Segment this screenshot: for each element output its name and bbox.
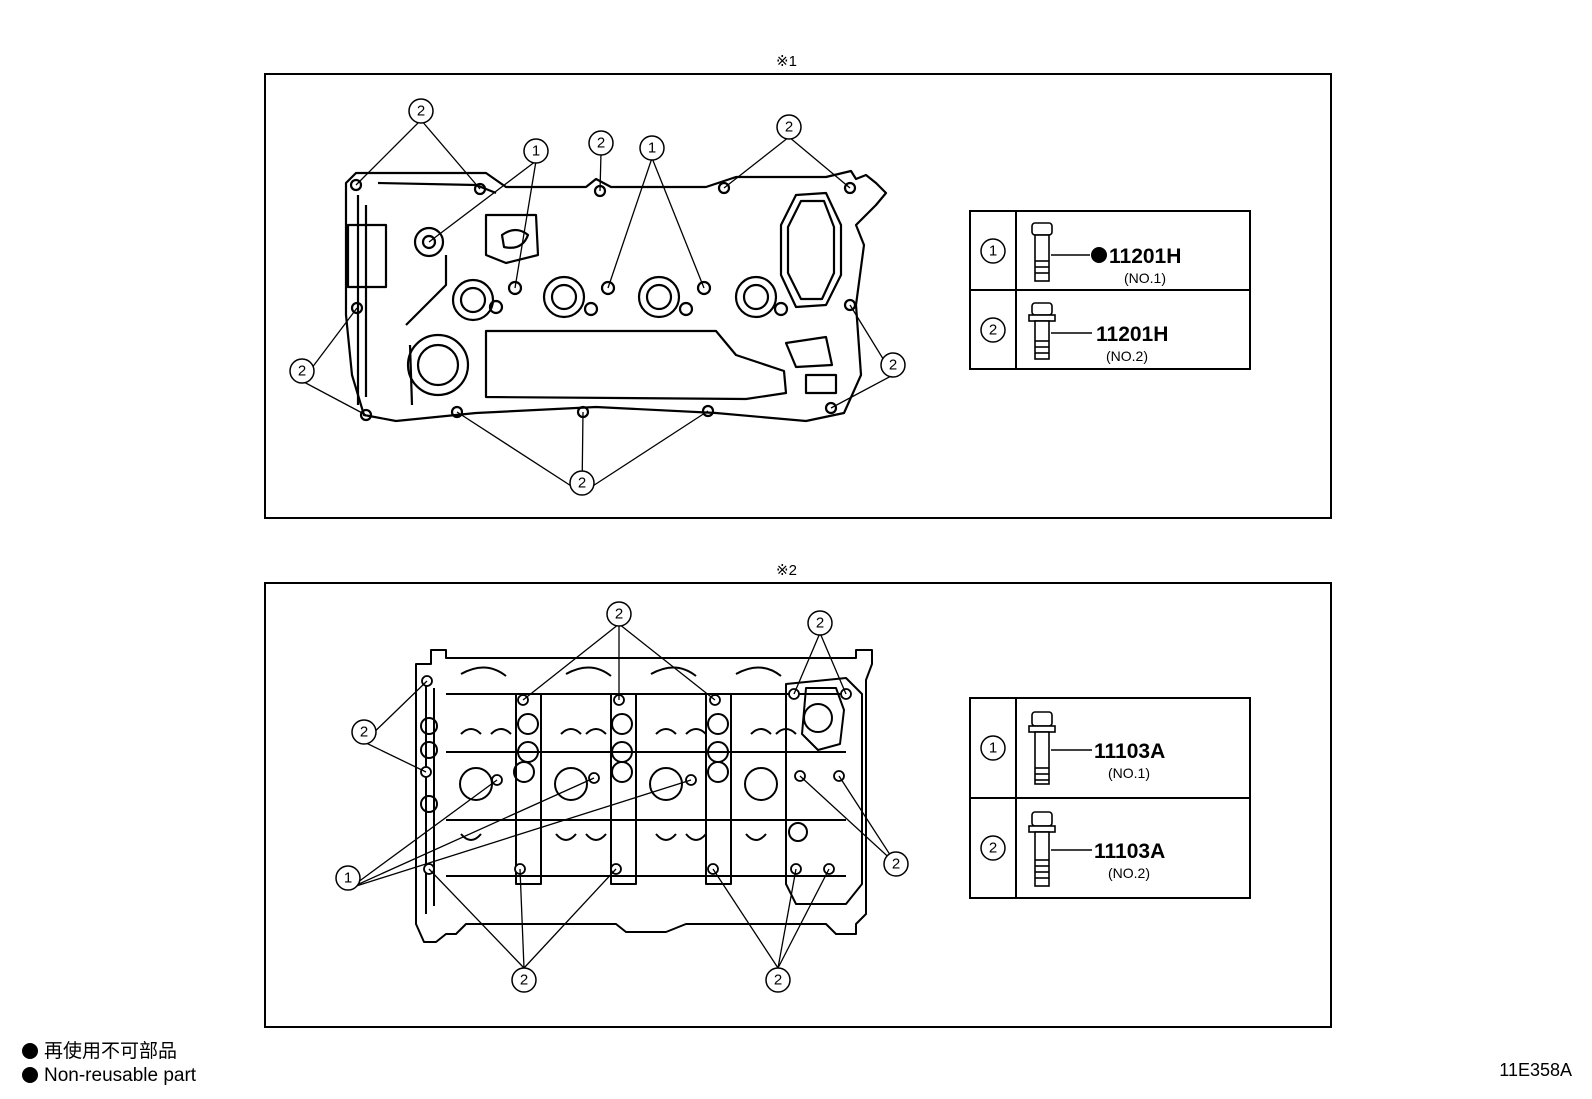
row-number: 1 <box>989 740 997 757</box>
filled-circle-icon <box>22 1067 38 1083</box>
callout-2: 2 <box>774 972 782 989</box>
bolt-table-top <box>969 210 1251 370</box>
bolt-note: (NO.1) <box>1124 270 1166 286</box>
callout-2: 2 <box>360 724 368 741</box>
bolt-icon <box>1028 302 1056 360</box>
bottom-panel: 2 2 2 1 2 2 2 1 2 11103A 11103A <box>264 582 1332 1028</box>
diagram-code: 11E358A <box>1499 1060 1572 1080</box>
head-outline <box>415 649 873 943</box>
figure-id-top: ※1 <box>776 53 797 70</box>
cylinder-head-drawing: 2 2 2 1 2 2 2 1 2 11103A 11103A <box>335 601 1251 993</box>
callout-2: 2 <box>298 363 306 380</box>
bolt-table-bottom <box>969 697 1251 899</box>
legend-jp-text: 再使用不可部品 <box>44 1041 178 1062</box>
part-number: 11201H <box>1096 323 1168 346</box>
callout-2: 2 <box>785 119 793 136</box>
callout-2: 2 <box>520 972 528 989</box>
callout-1: 1 <box>532 143 540 160</box>
legend-en: Non-reusable part <box>22 1064 196 1088</box>
legend-jp: 再使用不可部品 <box>22 1040 196 1064</box>
legend: 再使用不可部品 Non-reusable part <box>22 1040 196 1088</box>
row-number: 2 <box>989 322 997 339</box>
row-number: 1 <box>989 243 997 260</box>
bolt-note: (NO.2) <box>1106 348 1148 364</box>
callout-1: 1 <box>648 140 656 157</box>
callout-1: 1 <box>344 870 352 887</box>
callout-2: 2 <box>816 615 824 632</box>
callout-2: 2 <box>578 475 586 492</box>
bolt-icon <box>1028 711 1056 785</box>
callout-2: 2 <box>417 103 425 120</box>
cylinder-head-cover-drawing: 2 2 2 1 1 2 2 2 1 2 11201H 11 <box>289 98 1251 496</box>
callout-2: 2 <box>892 856 900 873</box>
part-number: 11103A <box>1094 740 1165 763</box>
callout-2: 2 <box>615 606 623 623</box>
bolt-note: (NO.1) <box>1108 765 1150 781</box>
top-panel: 2 2 2 1 1 2 2 2 1 2 11201H 11 <box>264 73 1332 519</box>
figure-id-bottom: ※2 <box>776 562 797 579</box>
bolt-note: (NO.2) <box>1108 865 1150 881</box>
bolt-icon <box>1031 222 1053 282</box>
bolt-icon <box>1028 811 1056 887</box>
non-reusable-icon <box>1091 247 1107 263</box>
callout-2: 2 <box>889 357 897 374</box>
row-number: 2 <box>989 840 997 857</box>
filled-circle-icon <box>22 1043 38 1059</box>
callout-2: 2 <box>597 135 605 152</box>
cover-outline <box>344 169 888 423</box>
legend-en-text: Non-reusable part <box>44 1065 197 1086</box>
part-number: 11201H <box>1109 245 1181 268</box>
part-number: 11103A <box>1094 840 1165 863</box>
